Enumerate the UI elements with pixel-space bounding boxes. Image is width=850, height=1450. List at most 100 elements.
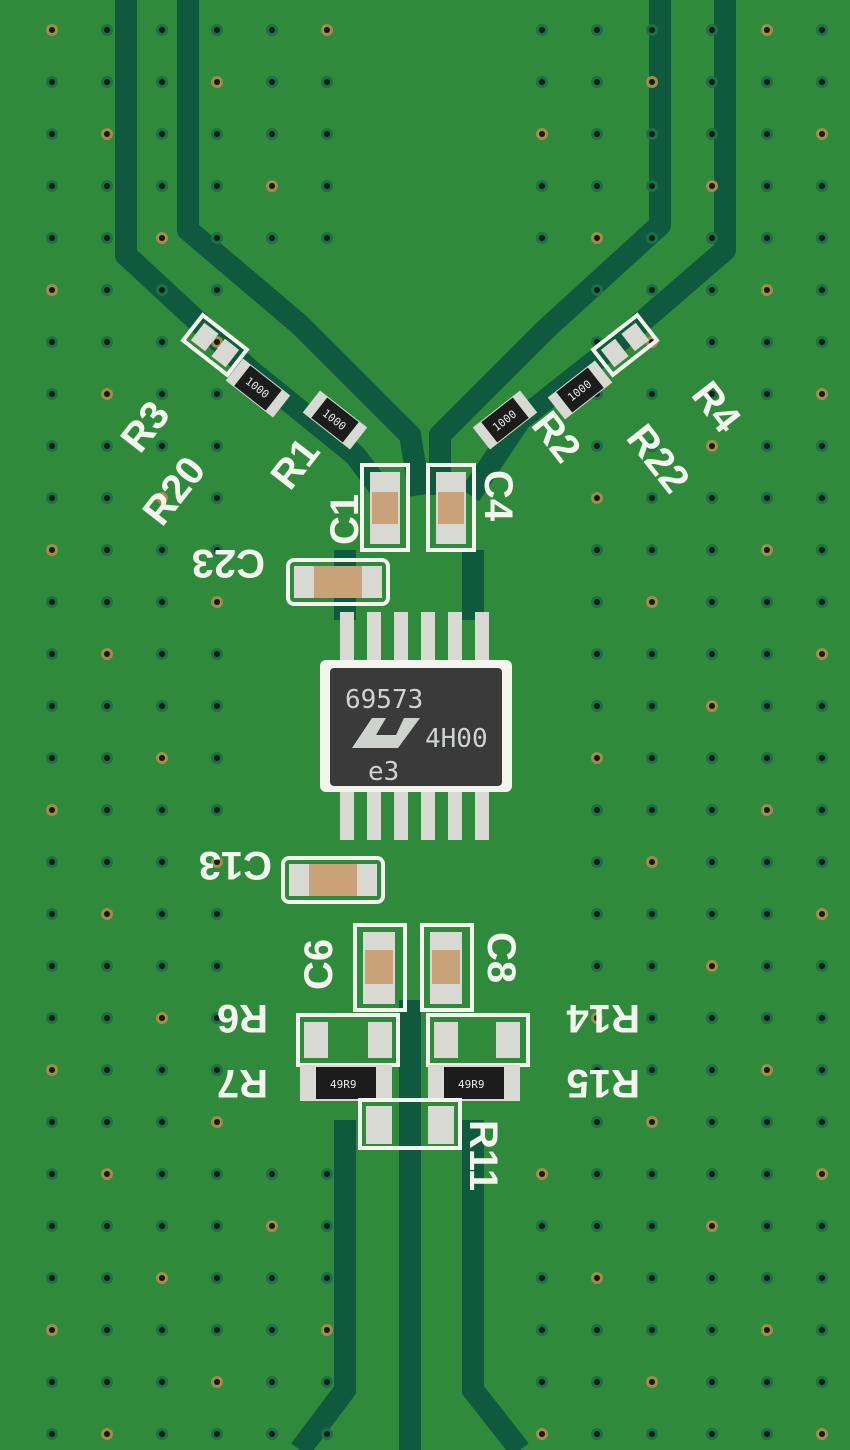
via-hole <box>539 1275 545 1281</box>
via-hole <box>649 443 655 449</box>
via-hole <box>819 27 825 33</box>
via-hole <box>819 131 825 137</box>
via-hole <box>709 1327 715 1333</box>
ic-pin <box>367 612 381 662</box>
via-hole <box>709 1171 715 1177</box>
via-hole <box>324 1327 330 1333</box>
via-hole <box>709 1431 715 1437</box>
via-hole <box>49 1067 55 1073</box>
via-hole <box>269 183 275 189</box>
via-hole <box>764 131 770 137</box>
via-hole <box>819 963 825 969</box>
via-hole <box>214 963 220 969</box>
via-hole <box>104 859 110 865</box>
via-hole <box>764 27 770 33</box>
via-hole <box>594 1431 600 1437</box>
via-hole <box>104 235 110 241</box>
via-hole <box>159 1431 165 1437</box>
via-hole <box>214 235 220 241</box>
via-hole <box>649 131 655 137</box>
resistor-R7: 49R9 <box>300 1065 392 1101</box>
via-hole <box>764 911 770 917</box>
via-hole <box>49 79 55 85</box>
via-hole <box>819 1119 825 1125</box>
via-hole <box>594 235 600 241</box>
via-hole <box>819 235 825 241</box>
via-hole <box>159 599 165 605</box>
via-hole <box>819 1223 825 1229</box>
label-R15: R15 <box>567 1061 640 1105</box>
label-R7: R7 <box>217 1061 268 1105</box>
via-hole <box>214 1223 220 1229</box>
via-hole <box>159 183 165 189</box>
via-hole <box>819 599 825 605</box>
via-hole <box>214 1119 220 1125</box>
via-hole <box>214 1171 220 1177</box>
via-hole <box>269 1327 275 1333</box>
ic-marking-line3: e3 <box>368 757 399 787</box>
via-hole <box>214 807 220 813</box>
via-hole <box>594 703 600 709</box>
via-hole <box>819 547 825 553</box>
via-hole <box>214 755 220 761</box>
via-hole <box>49 859 55 865</box>
via-hole <box>649 911 655 917</box>
via-hole <box>819 183 825 189</box>
via-hole <box>159 1327 165 1333</box>
via-hole <box>539 1223 545 1229</box>
ic-pin <box>448 612 462 662</box>
via-hole <box>819 703 825 709</box>
via-hole <box>764 1067 770 1073</box>
via-hole <box>649 703 655 709</box>
via-hole <box>539 27 545 33</box>
label-R6: R6 <box>217 996 268 1040</box>
via-hole <box>819 1431 825 1437</box>
via-hole <box>214 339 220 345</box>
via-hole <box>649 1379 655 1385</box>
via-hole <box>269 1171 275 1177</box>
ic-pin <box>367 790 381 840</box>
trace-left-inner <box>177 0 431 497</box>
via-hole <box>709 391 715 397</box>
via-hole <box>49 547 55 553</box>
via-hole <box>49 183 55 189</box>
via-hole <box>159 755 165 761</box>
via-hole <box>104 911 110 917</box>
via-hole <box>269 235 275 241</box>
via-hole <box>104 1119 110 1125</box>
via-hole <box>594 1119 600 1125</box>
via-hole <box>49 1223 55 1229</box>
via-hole <box>709 807 715 813</box>
resistor-R6 <box>296 1013 400 1067</box>
via-hole <box>649 1067 655 1073</box>
via-hole <box>594 443 600 449</box>
via-hole <box>594 27 600 33</box>
via-hole <box>819 859 825 865</box>
resistor-R15-marking: 49R9 <box>458 1078 485 1091</box>
via-hole <box>709 859 715 865</box>
via-hole <box>709 27 715 33</box>
via-hole <box>764 495 770 501</box>
via-hole <box>159 79 165 85</box>
via-hole <box>594 859 600 865</box>
via-hole <box>324 79 330 85</box>
resistor-R7-marking: 49R9 <box>330 1078 357 1091</box>
via-hole <box>269 27 275 33</box>
via-hole <box>49 911 55 917</box>
via-hole <box>159 1275 165 1281</box>
via-hole <box>764 339 770 345</box>
via-hole <box>594 287 600 293</box>
capacitor-C13 <box>281 856 385 904</box>
via-hole <box>649 651 655 657</box>
label-C23: C23 <box>192 541 265 585</box>
via-hole <box>594 755 600 761</box>
via-hole <box>159 235 165 241</box>
ic-pin <box>394 790 408 840</box>
via-hole <box>49 1119 55 1125</box>
via-hole <box>709 1067 715 1073</box>
via-hole <box>764 443 770 449</box>
via-hole <box>764 547 770 553</box>
via-hole <box>49 1275 55 1281</box>
label-C8: C8 <box>479 932 523 983</box>
label-R14: R14 <box>566 996 640 1040</box>
